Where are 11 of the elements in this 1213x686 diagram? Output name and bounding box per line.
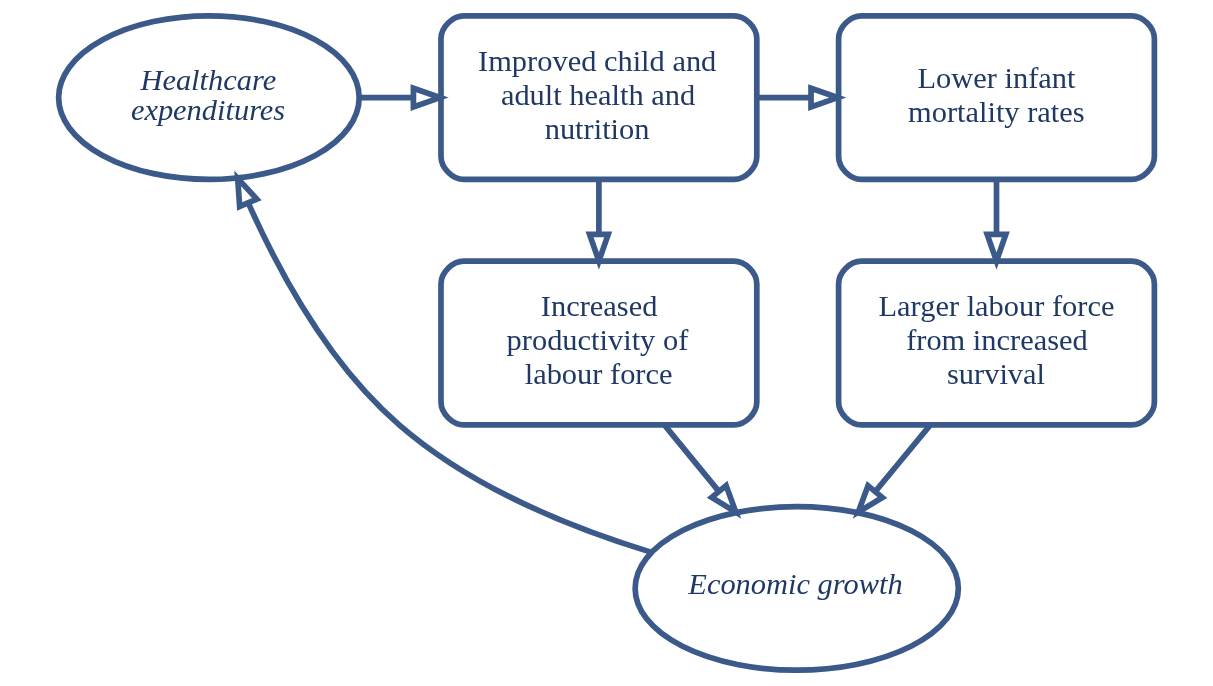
arrow: [359, 84, 449, 111]
arrow: [983, 179, 1010, 270]
arrow: [585, 179, 613, 270]
arrow: [757, 84, 847, 111]
node-ellipse: Economic growth: [632, 503, 962, 674]
arrow: [234, 170, 653, 556]
node-box: Larger labour force from increased survival: [835, 258, 1158, 428]
node-box: Improved child and adult health and nutrition: [438, 12, 760, 183]
node-box: Lower infant mortality rates: [835, 12, 1158, 183]
node-ellipse: Healthcare expenditures: [55, 12, 363, 183]
node-box: Increased productivity of labour force: [438, 258, 760, 428]
